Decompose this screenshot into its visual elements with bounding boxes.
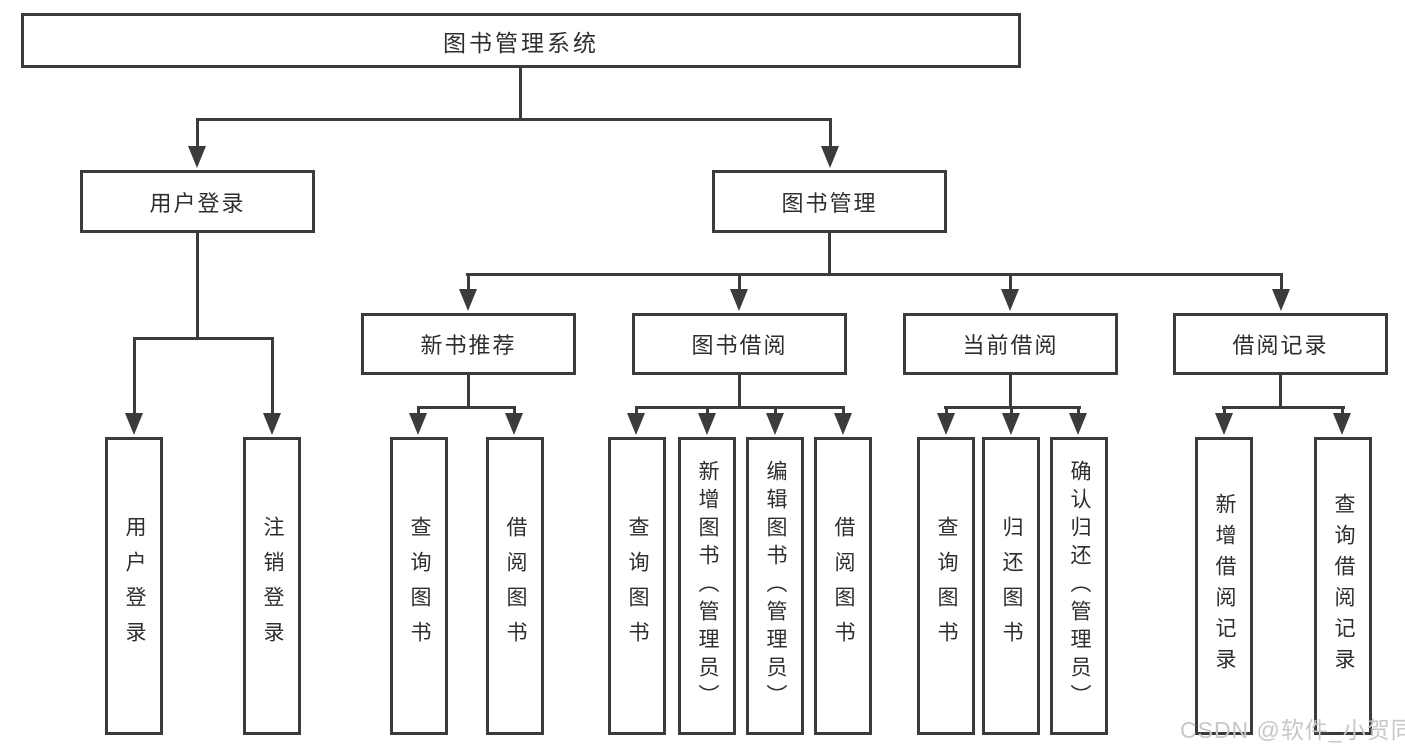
arrow-down-icon	[698, 413, 716, 435]
connector-line	[774, 406, 777, 417]
leaf-add-books-admin: 新增图书（管理员）	[678, 437, 736, 735]
leaf-add-borrow-record: 新增借阅记录	[1195, 437, 1253, 735]
connector-line	[945, 406, 948, 417]
connector-line	[829, 118, 832, 150]
leaf-user-login: 用户登录	[105, 437, 163, 735]
connector-line	[1279, 375, 1282, 408]
connector-line	[706, 406, 709, 417]
leaf-query-books-current: 查询图书	[917, 437, 975, 735]
watermark: CSDN @软件_小贺同学	[1180, 717, 1405, 743]
arrow-down-icon	[409, 413, 427, 435]
connector-line	[1280, 273, 1283, 293]
connector-line	[1009, 375, 1012, 408]
leaf-borrow-books: 借阅图书	[814, 437, 872, 735]
arrow-down-icon	[821, 146, 839, 168]
leaf-confirm-return-admin: 确认归还（管理员）	[1050, 437, 1108, 735]
arrow-down-icon	[1001, 289, 1019, 311]
connector-line	[1077, 406, 1080, 417]
arrow-down-icon	[627, 413, 645, 435]
node-book-borrow: 图书借阅	[632, 313, 847, 375]
arrow-down-icon	[730, 289, 748, 311]
connector-line	[196, 118, 832, 121]
node-library-system: 图书管理系统	[21, 13, 1021, 68]
leaf-query-books-recommend: 查询图书	[390, 437, 448, 735]
node-borrow-records: 借阅记录	[1173, 313, 1388, 375]
connector-line	[1223, 406, 1226, 417]
connector-line	[196, 118, 199, 150]
arrow-down-icon	[188, 146, 206, 168]
node-new-book-recommend: 新书推荐	[361, 313, 576, 375]
leaf-query-books-borrow: 查询图书	[608, 437, 666, 735]
arrow-down-icon	[1333, 413, 1351, 435]
leaf-logout-login: 注销登录	[243, 437, 301, 735]
connector-line	[467, 375, 470, 408]
connector-line	[133, 337, 136, 417]
node-book-management: 图书管理	[712, 170, 947, 233]
leaf-query-borrow-record: 查询借阅记录	[1314, 437, 1372, 735]
arrow-down-icon	[1215, 413, 1233, 435]
connector-line	[417, 406, 516, 409]
connector-line	[1341, 406, 1344, 417]
leaf-edit-books-admin: 编辑图书（管理员）	[746, 437, 804, 735]
leaf-borrow-books-recommend: 借阅图书	[486, 437, 544, 735]
connector-line	[467, 273, 470, 293]
node-current-borrow: 当前借阅	[903, 313, 1118, 375]
arrow-down-icon	[1272, 289, 1290, 311]
connector-line	[738, 273, 741, 293]
connector-line	[1222, 406, 1345, 409]
node-user-login: 用户登录	[80, 170, 315, 233]
connector-line	[842, 406, 845, 417]
connector-line	[738, 375, 741, 408]
connector-line	[635, 406, 638, 417]
connector-line	[133, 337, 274, 340]
connector-line	[417, 406, 420, 417]
arrow-down-icon	[459, 289, 477, 311]
connector-line	[635, 406, 845, 409]
connector-line	[513, 406, 516, 417]
connector-line	[519, 68, 522, 120]
connector-line	[271, 337, 274, 417]
arrow-down-icon	[505, 413, 523, 435]
arrow-down-icon	[834, 413, 852, 435]
connector-line	[1010, 406, 1013, 417]
connector-line	[196, 233, 199, 340]
arrow-down-icon	[125, 413, 143, 435]
arrow-down-icon	[1069, 413, 1087, 435]
arrow-down-icon	[937, 413, 955, 435]
connector-line	[466, 273, 1283, 276]
connector-line	[828, 233, 831, 276]
arrow-down-icon	[766, 413, 784, 435]
leaf-return-books: 归还图书	[982, 437, 1040, 735]
arrow-down-icon	[1002, 413, 1020, 435]
arrow-down-icon	[263, 413, 281, 435]
connector-line	[1009, 273, 1012, 293]
